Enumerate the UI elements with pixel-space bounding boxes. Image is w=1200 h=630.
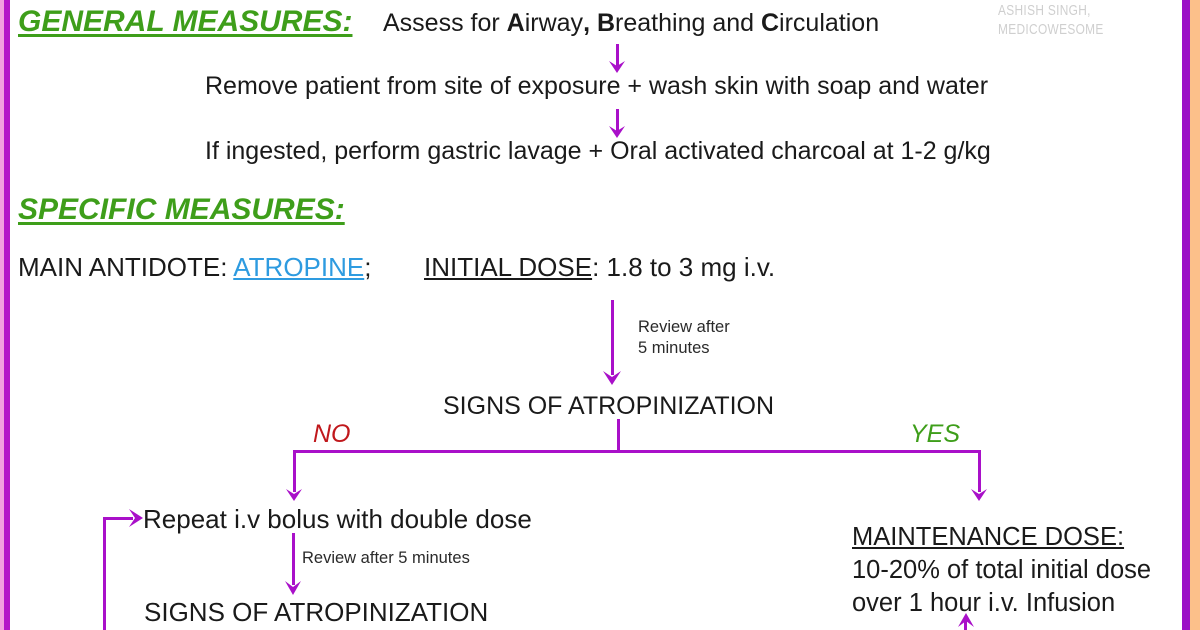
space-sep-1 bbox=[590, 9, 597, 37]
maintenance-dose-line1: 10-20% of total initial dose bbox=[852, 556, 1152, 584]
main-antidote-text: MAIN ANTIDOTE: ATROPINE; bbox=[18, 251, 371, 283]
connector-loopback-vertical-line bbox=[103, 520, 106, 630]
watermark-line-1: ASHISH SINGH, bbox=[998, 3, 1091, 19]
connector-repeat-to-decision2-line bbox=[292, 533, 295, 585]
connector-remove-to-ingested-line bbox=[616, 109, 619, 131]
repeat-bolus-text: Repeat i.v bolus with double dose bbox=[143, 504, 532, 534]
decision-signs-of-atropinization-2: SIGNS OF ATROPINIZATION bbox=[144, 597, 489, 627]
arrowhead-initial-dose-to-decision-icon bbox=[603, 371, 621, 385]
initial-dose-text: INITIAL DOSE: 1.8 to 3 mg i.v. bbox=[424, 251, 775, 283]
airway-rest: irway bbox=[524, 9, 584, 37]
decision-signs-of-atropinization-1: SIGNS OF ATROPINIZATION bbox=[443, 392, 775, 420]
review-note-initial: Review after 5 minutes bbox=[638, 317, 730, 359]
arrowhead-yes-branch-icon bbox=[971, 489, 987, 501]
left-border-pink-strip bbox=[0, 0, 4, 630]
breathing-initial: B bbox=[596, 9, 616, 37]
right-border-magenta-strip bbox=[1182, 0, 1190, 630]
maintenance-dose-line2: over 1 hour i.v. Infusion bbox=[852, 589, 1116, 617]
circulation-rest: irculation bbox=[779, 9, 880, 37]
connector-decision-stem-line bbox=[617, 419, 620, 452]
review-note-initial-line1: Review after bbox=[638, 318, 730, 336]
assess-abc-text: Assess for Airway, Breathing and Circula… bbox=[383, 7, 879, 39]
review-note-repeat: Review after 5 minutes bbox=[302, 549, 470, 567]
arrowhead-assess-to-remove-icon bbox=[609, 61, 625, 73]
connector-initial-dose-to-decision-line bbox=[611, 300, 614, 375]
remove-patient-text: Remove patient from site of exposure + w… bbox=[205, 72, 989, 100]
review-note-initial-line2: 5 minutes bbox=[638, 339, 710, 357]
connector-yes-branch-line bbox=[978, 450, 981, 492]
branch-label-yes: YES bbox=[910, 420, 961, 448]
gastric-lavage-text: If ingested, perform gastric lavage + Or… bbox=[205, 137, 991, 165]
arrowhead-remove-to-ingested-icon bbox=[609, 126, 625, 138]
watermark-line-2: MEDICOWESOME bbox=[998, 22, 1104, 38]
assess-prefix: Assess for bbox=[383, 9, 507, 37]
atropine-link[interactable]: ATROPINE bbox=[233, 252, 365, 282]
general-measures-heading: GENERAL MEASURES: bbox=[18, 5, 353, 38]
maintenance-dose-label: MAINTENANCE DOSE: bbox=[852, 523, 1125, 551]
connector-no-branch-line bbox=[293, 450, 296, 492]
author-watermark: ASHISH SINGH, MEDICOWESOME bbox=[998, 2, 1121, 40]
maintenance-dose-block: MAINTENANCE DOSE: 10-20% of total initia… bbox=[852, 521, 1151, 620]
connector-assess-to-remove-line bbox=[616, 44, 619, 66]
branch-label-no: NO bbox=[313, 420, 351, 448]
initial-dose-label: INITIAL DOSE bbox=[424, 252, 593, 282]
connector-branch-horizontal-line bbox=[293, 450, 981, 453]
airway-initial: A bbox=[506, 9, 525, 37]
left-border-magenta-strip bbox=[4, 0, 10, 630]
antidote-suffix: ; bbox=[364, 252, 372, 282]
breathing-rest: reathing and bbox=[615, 9, 761, 37]
connector-loopback-horizontal-line bbox=[103, 517, 133, 520]
arrowhead-repeat-to-decision2-icon bbox=[285, 581, 301, 595]
airway-comma: , bbox=[583, 9, 591, 37]
arrowhead-no-branch-icon bbox=[286, 489, 302, 501]
connector-into-maintenance-line bbox=[964, 620, 967, 630]
right-border-peach-strip bbox=[1190, 0, 1200, 630]
arrowhead-loopback-icon bbox=[129, 509, 143, 527]
initial-dose-value: : 1.8 to 3 mg i.v. bbox=[592, 252, 776, 282]
circulation-initial: C bbox=[760, 9, 780, 37]
specific-measures-heading: SPECIFIC MEASURES: bbox=[18, 193, 345, 226]
main-antidote-label: MAIN ANTIDOTE: bbox=[18, 252, 234, 282]
